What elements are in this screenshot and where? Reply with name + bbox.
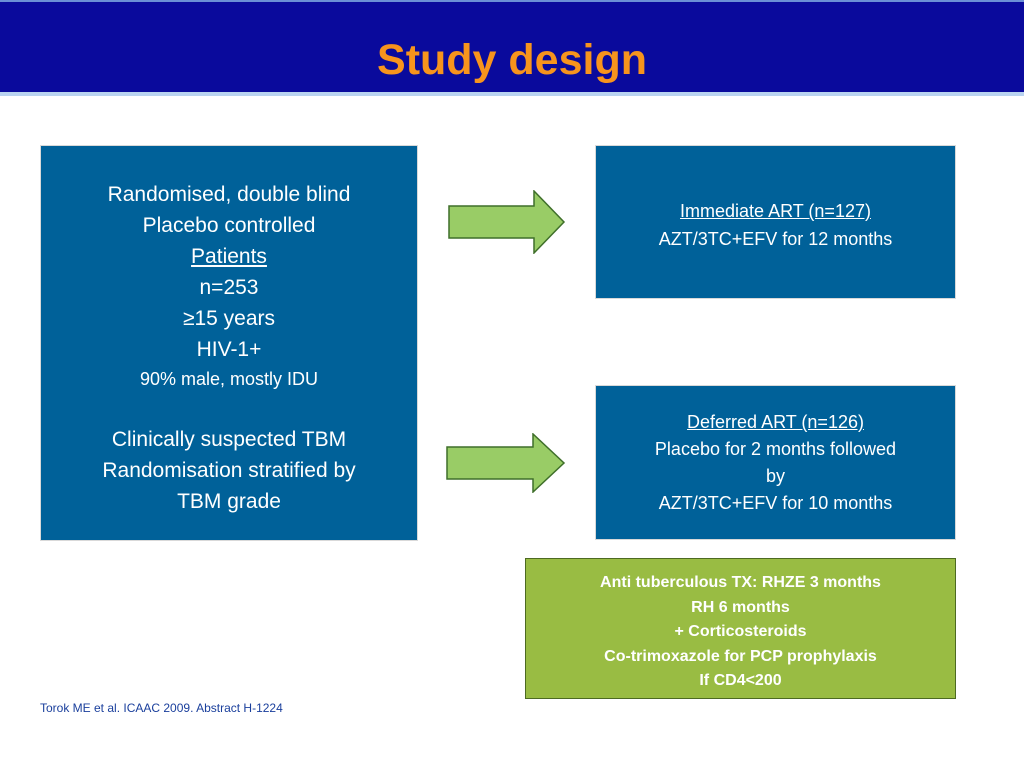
patients-box: Randomised, double blind Placebo control… (40, 145, 418, 541)
slide-title: Study design (377, 36, 647, 84)
immediate-art-box: Immediate ART (n=127) AZT/3TC+EFV for 12… (595, 145, 956, 299)
treatment-line: Co-trimoxazole for PCP prophylaxis (604, 647, 877, 665)
deferred-art-heading: Deferred ART (n=126) (687, 412, 864, 432)
patients-line: Placebo controlled (142, 214, 316, 237)
patients-line: Randomised, double blind (107, 183, 351, 206)
header-bar (0, 0, 1024, 92)
treatment-box: Anti tuberculous TX: RHZE 3 months RH 6 … (525, 558, 956, 699)
citation: Torok ME et al. ICAAC 2009. Abstract H-1… (40, 701, 283, 715)
patients-line: TBM grade (177, 490, 281, 513)
treatment-line: RH 6 months (691, 598, 790, 616)
patients-line: HIV-1+ (196, 338, 262, 361)
patients-line: ≥15 years (182, 307, 276, 330)
patients-heading: Patients (191, 245, 267, 268)
deferred-art-detail: Placebo for 2 months followed (654, 439, 897, 459)
treatment-line: Anti tuberculous TX: RHZE 3 months (600, 574, 881, 591)
treatment-line: If CD4<200 (699, 672, 782, 689)
deferred-art-detail: AZT/3TC+EFV for 10 months (658, 493, 893, 513)
deferred-art-box: Deferred ART (n=126) Placebo for 2 month… (595, 385, 956, 540)
patients-line: Clinically suspected TBM (111, 428, 347, 451)
arrow-right-icon (446, 433, 566, 493)
spacer (41, 394, 417, 424)
patients-line: Randomisation stratified by (102, 459, 356, 482)
patients-line: n=253 (199, 276, 259, 299)
patients-line: 90% male, mostly IDU (139, 369, 319, 389)
deferred-art-detail: by (765, 466, 785, 486)
arrow-right-icon (448, 190, 566, 254)
immediate-art-heading: Immediate ART (n=127) (680, 201, 871, 221)
header-divider (0, 92, 1024, 96)
treatment-line: + Corticosteroids (674, 623, 807, 640)
immediate-art-detail: AZT/3TC+EFV for 12 months (658, 229, 893, 249)
